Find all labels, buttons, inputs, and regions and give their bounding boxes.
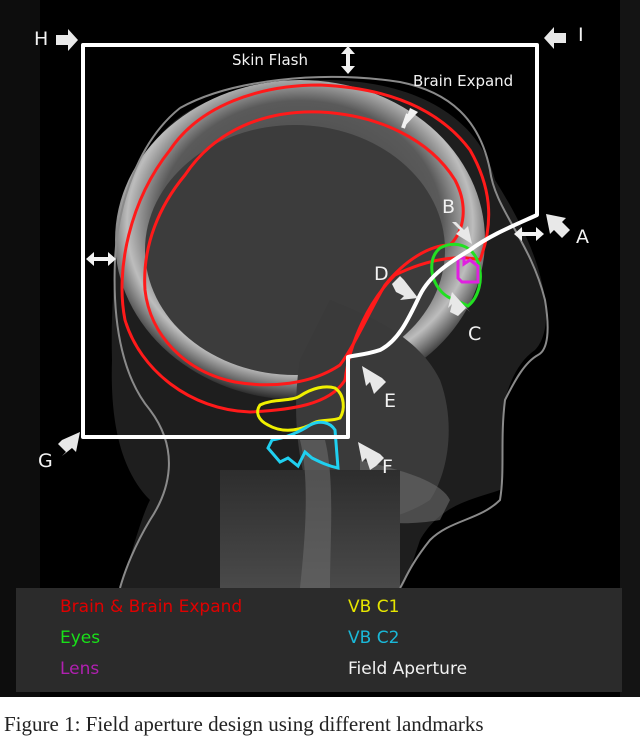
point-label-d: D [374, 263, 389, 285]
arrow-g-icon [58, 432, 80, 456]
lens-contour [456, 256, 480, 284]
legend-panel: Brain & Brain Expand Eyes Lens VB C1 VB … [16, 588, 622, 692]
arrow-f-icon [358, 442, 384, 470]
brain-contour [143, 110, 465, 387]
skin-flash-arrow-icon [341, 46, 355, 74]
brain-expand-arrow-icon [401, 108, 418, 129]
point-label-g: G [38, 450, 53, 472]
brain-expand-annotation: Brain Expand [413, 72, 514, 90]
arrow-h-icon [56, 29, 78, 51]
point-label-c: C [468, 323, 482, 345]
legend-brain: Brain & Brain Expand [60, 597, 243, 617]
xray-figure: H I A B C D E F G Skin Flash Brain Expan… [0, 0, 640, 697]
legend-field-aperture: Field Aperture [348, 659, 468, 679]
point-label-i: I [578, 24, 584, 46]
legend-vb-c1: VB C1 [348, 597, 400, 617]
point-label-h: H [34, 28, 49, 50]
vb-c1-contour [256, 385, 345, 432]
skin-flash-annotation: Skin Flash [232, 51, 308, 69]
point-label-e: E [384, 390, 397, 412]
arrow-e-icon [362, 366, 386, 394]
point-label-a: A [576, 226, 589, 248]
arrow-b-icon [452, 222, 472, 244]
arrow-a-icon [546, 214, 570, 238]
figure-caption: Figure 1: Field aperture design using di… [4, 712, 484, 736]
legend-vb-c2: VB C2 [348, 628, 400, 648]
field-aperture [81, 43, 539, 439]
arrow-d-icon [392, 276, 418, 300]
left-margin-arrow-icon [86, 252, 116, 266]
skin-contour [113, 76, 549, 589]
arrow-i-icon [544, 27, 566, 49]
arrow-c-icon [448, 292, 470, 316]
point-label-f: F [382, 456, 393, 478]
a-margin-arrow-icon [514, 227, 544, 241]
legend-eyes: Eyes [60, 628, 101, 648]
legend-lens: Lens [60, 659, 100, 679]
xray-overlay [0, 0, 640, 697]
point-label-b: B [442, 196, 456, 218]
